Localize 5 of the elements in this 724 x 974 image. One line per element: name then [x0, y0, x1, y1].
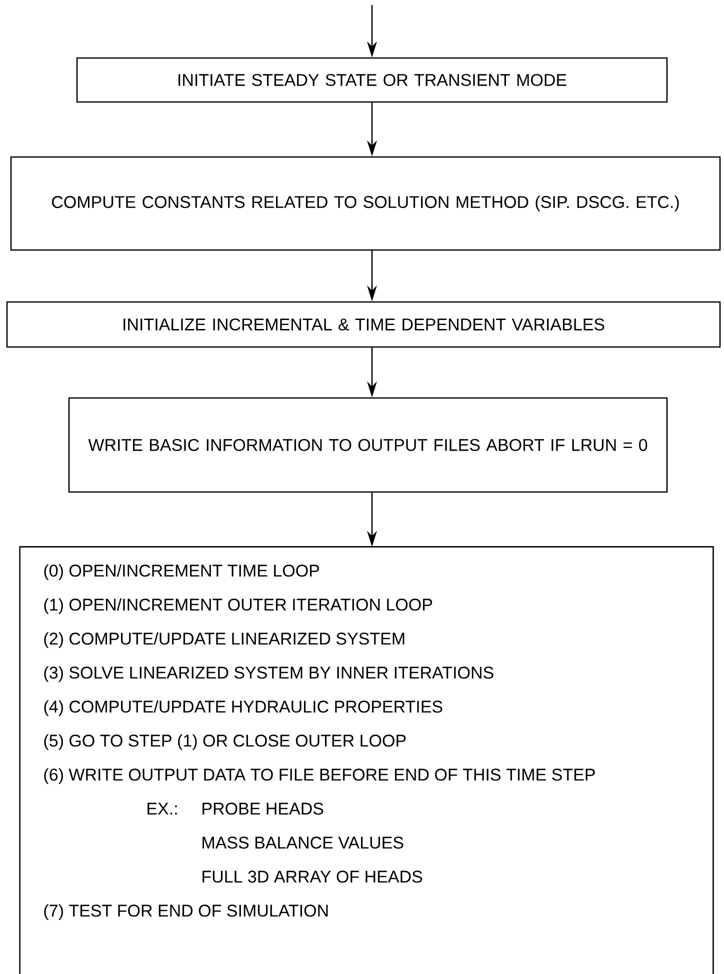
process-box: (0) OPEN/INCREMENT TIME LOOP (1) OPEN/INCREMENT OUTER ITERATION LOOP (2) COMPUTE/UPDATE LINEARIZED SYSTEM (3) SOLVE LINEARIZED SYSTEM BY INNER ITERATIONS (4) COMPUTE/UPDATE HYDRAULIC PROPERTIES (5) GO TO STEP (1) OR CLOSE OUTER LOOP (6) WRITE OUTPUT DATA TO FILE BEFORE END OF THIS TIME STEP EX.: PROBE HEADS MASS BALANCE VALUES FULL 3D ARRAY OF HEADS (7) TEST FOR END OF SIMULATION: [19, 546, 714, 974]
process-box: INITIATE STEADY STATE OR TRANSIENT MODE: [76, 57, 668, 103]
process-box: INITIALIZE INCREMENTAL & TIME DEPENDENT VARIABLES: [6, 301, 721, 348]
process-box: COMPUTE CONSTANTS RELATED TO SOLUTION METHOD (SIP. DSCG. ETC.): [10, 156, 721, 251]
process-box: WRITE BASIC INFORMATION TO OUTPUT FILES ABORT IF LRUN = 0: [68, 397, 668, 493]
